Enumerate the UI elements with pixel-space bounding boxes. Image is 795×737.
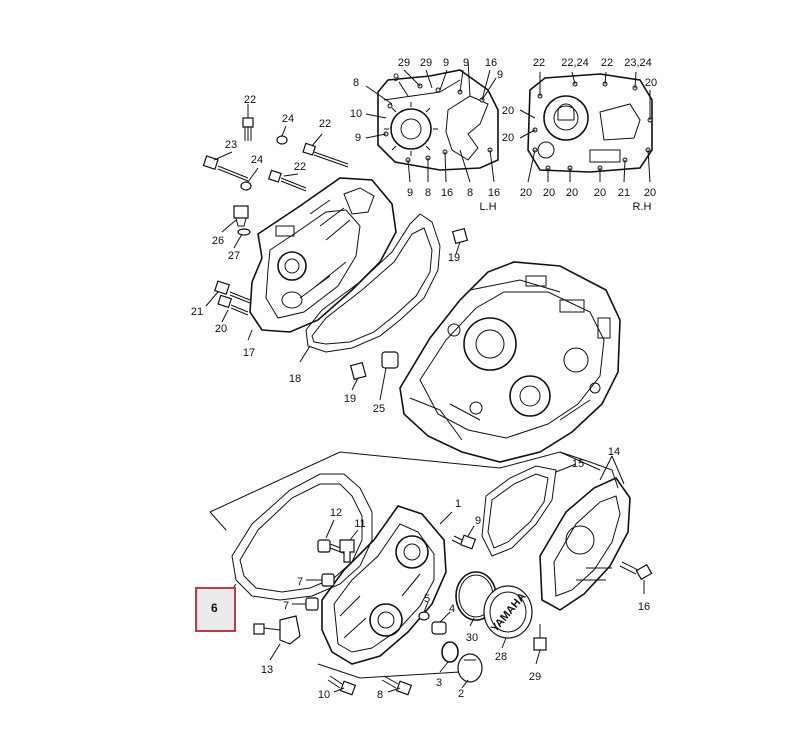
callout-rh-2324[interactable]: 23,24 [624,57,652,69]
callout-b-7a[interactable]: 7 [297,576,303,588]
callout-lh-29b[interactable]: 29 [420,57,432,69]
callout-b-12[interactable]: 12 [330,507,342,519]
lh-cover-inset [365,59,499,183]
callout-b-10[interactable]: 10 [318,689,330,701]
crankcase-cover-left [247,177,397,341]
upper-left-fasteners [202,104,349,323]
panel-label-lh: L.H [479,201,496,213]
callout-lh-10[interactable]: 10 [350,108,362,120]
gasket-left [299,213,441,363]
callout-rh-20d[interactable]: 20 [520,187,532,199]
callout-b-11[interactable]: 11 [354,518,365,530]
callout-b-3[interactable]: 3 [436,677,442,689]
callout-lh-9f[interactable]: 9 [407,187,413,199]
callout-c-19b[interactable]: 19 [344,393,356,405]
selected-callout-label: 6 [211,601,218,615]
cover-1 [321,505,453,665]
callout-lh-8a[interactable]: 8 [353,77,359,89]
callout-b-2[interactable]: 2 [458,688,464,700]
callout-b-7b[interactable]: 7 [283,600,289,612]
callout-c-22a[interactable]: 22 [244,94,256,106]
callout-lh-9c[interactable]: 9 [393,72,399,84]
callout-lh-8b[interactable]: 8 [425,187,431,199]
callout-c-27[interactable]: 27 [228,250,240,262]
callout-lh-9a[interactable]: 9 [443,57,449,69]
callout-lh-8c[interactable]: 8 [467,187,473,199]
callout-rh-20g[interactable]: 20 [594,187,606,199]
callout-c-26[interactable]: 26 [212,235,224,247]
callout-rh-21[interactable]: 21 [618,187,630,199]
sprocket-cover-14 [539,455,631,611]
callout-b-8[interactable]: 8 [377,689,383,701]
fasteners-lower [253,519,653,696]
callout-rh-20c[interactable]: 20 [502,132,514,144]
assembly-boundary [209,451,619,679]
callout-b-30[interactable]: 30 [466,632,478,644]
sprocket-cover-15 [481,463,577,557]
callout-c-19a[interactable]: 19 [448,252,460,264]
callout-rh-20b[interactable]: 20 [502,105,514,117]
callout-b-9[interactable]: 9 [475,515,481,527]
callout-lh-29a[interactable]: 29 [398,57,410,69]
callout-lh-16c[interactable]: 16 [488,187,500,199]
callout-c-24b[interactable]: 24 [251,154,263,166]
callout-b-15[interactable]: 15 [572,458,584,470]
callout-c-17[interactable]: 17 [243,347,255,359]
callout-rh-22b[interactable]: 22 [601,57,613,69]
panel-label-rh: R.H [633,201,652,213]
callout-c-23[interactable]: 23 [225,139,237,151]
callout-labels: 22 24 22 23 24 22 26 27 19 21 20 17 18 1… [191,57,657,701]
callout-lh-9d[interactable]: 9 [497,69,503,81]
callout-b-1[interactable]: 1 [455,498,461,510]
callout-rh-20f[interactable]: 20 [566,187,578,199]
rh-cover-inset [519,71,653,183]
callout-c-20a[interactable]: 20 [215,323,227,335]
callout-lh-16a[interactable]: 16 [485,57,497,69]
callout-b-4[interactable]: 4 [449,603,455,615]
callout-b-5[interactable]: 5 [424,593,430,605]
callout-lh-9b[interactable]: 9 [463,57,469,69]
callout-rh-20a[interactable]: 20 [645,77,657,89]
callout-c-18[interactable]: 18 [289,373,301,385]
dowel-pins [349,227,469,401]
crankcase-block [399,261,621,463]
callout-lh-9e[interactable]: 9 [355,132,361,144]
callout-c-22c[interactable]: 22 [294,161,306,173]
callout-c-25[interactable]: 25 [373,403,385,415]
callout-rh-20e[interactable]: 20 [543,187,555,199]
callout-rh-20h[interactable]: 20 [644,187,656,199]
callout-c-22b[interactable]: 22 [319,118,331,130]
callout-c-24a[interactable]: 24 [282,113,294,125]
callout-b-13[interactable]: 13 [261,664,273,676]
callout-b-14[interactable]: 14 [608,446,620,458]
callout-rh-22a[interactable]: 22 [533,57,545,69]
selected-callout-6[interactable]: 6 [195,587,236,632]
callout-lh-16b[interactable]: 16 [441,187,453,199]
callout-c-21a[interactable]: 21 [191,306,203,318]
callout-b-28[interactable]: 28 [495,651,507,663]
callout-b-16[interactable]: 16 [638,601,650,613]
callout-rh-2224[interactable]: 22,24 [561,57,589,69]
callout-b-29[interactable]: 29 [529,671,541,683]
